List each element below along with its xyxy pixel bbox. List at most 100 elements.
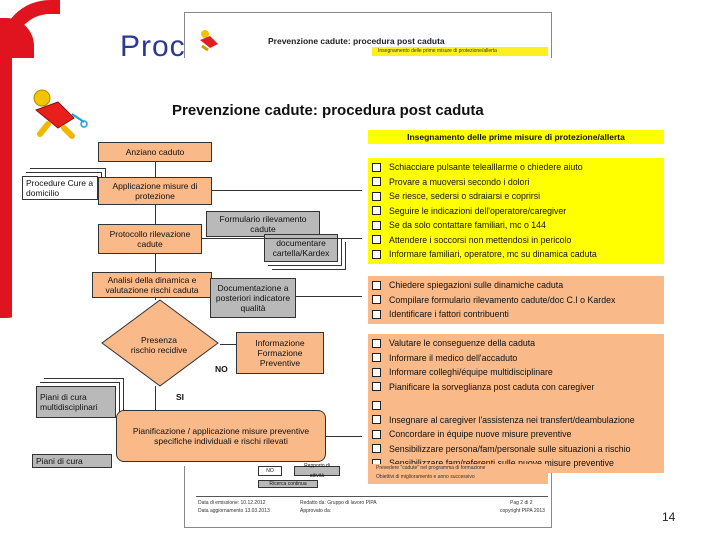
flow-doc-piani-multidisciplinari: Piani di cura multidisciplinari (36, 386, 116, 418)
checklist-item[interactable]: Seguire le indicazioni dell'operatore/ca… (368, 204, 664, 219)
bg-bottom-check-2: Obiettivi di miglioramento e anno succes… (376, 474, 475, 480)
bg-footer-line (196, 496, 548, 497)
checklist-item-label: Valutare le conseguenze della caduta (389, 338, 536, 348)
flow-box-analisi: Analisi della dinamica e valutazione ris… (92, 272, 212, 298)
checkbox[interactable] (372, 191, 381, 201)
checklist-item-label: Informare familiari, operatore, mc su di… (389, 249, 597, 259)
bg-rapporto-box: Rapporto di attività (294, 463, 340, 479)
checklist-item-label: Sensibilizzare fam/referenti sulle nuove… (389, 458, 614, 468)
checklist-item[interactable]: Attendere i soccorsi non mettendosi in p… (368, 233, 664, 248)
connector-line (220, 344, 236, 345)
connector-line (155, 162, 156, 177)
background-yellow-header-text: Insegnamento delle prime misure di prote… (378, 48, 497, 54)
flow-doc-documentazione: Documentazione a posteriori indicatore q… (210, 278, 296, 318)
checklist-item[interactable]: Valutare le conseguenze della caduta (368, 336, 664, 351)
checklist-item[interactable]: Identificare i fattori contribuenti (368, 307, 664, 322)
fall-person-icon (28, 84, 88, 145)
checklist-item[interactable]: Insegnare al caregiver l'assistenza nei … (368, 413, 664, 428)
flow-doc-piani: Piani di cura (32, 454, 112, 468)
checkbox[interactable] (372, 162, 381, 172)
checklist-item[interactable]: Informare il medico dell'accaduto (368, 351, 664, 366)
checklist-item[interactable]: Concordare in équipe nuove misure preven… (368, 427, 664, 442)
flow-decision-diamond (101, 299, 219, 387)
flow-decision-presenza: Presenza rischio recidive (130, 335, 188, 355)
flow-no-label: NO (215, 364, 228, 374)
checklist-item-label: Sensibilizzare persona/fam/personale sul… (389, 443, 631, 454)
checklist-item[interactable]: Compilare formulario rilevamento cadute/… (368, 293, 664, 308)
checkbox[interactable] (372, 353, 381, 363)
checkbox[interactable] (372, 367, 381, 377)
checklist-item-label: Compilare formulario rilevamento cadute/… (389, 294, 616, 305)
bg-bottom-checks (368, 464, 548, 484)
flow-box-informazione: Informazione Formazione Preventive (236, 332, 324, 374)
bg-no-box: NO (258, 466, 282, 476)
checklist-item[interactable] (368, 398, 664, 413)
checkbox[interactable] (372, 309, 381, 319)
checklist-item-label: Insegnare al caregiver l'assistenza nei … (389, 414, 635, 425)
checklist-item-label: Se da solo contattare familiari, mc o 14… (389, 220, 546, 230)
checklist-item-label: Informare il medico dell'accaduto (389, 352, 518, 363)
checkbox[interactable] (372, 338, 381, 348)
checklist-item[interactable]: Informare familiari, operatore, mc su di… (368, 247, 664, 262)
flow-si-label: SI (176, 392, 185, 402)
bg-footer-update: Data aggiornamento 13.03.2013 (198, 508, 270, 514)
connector-line (212, 190, 362, 191)
flow-box-protocollo: Protocollo rilevazione cadute (98, 224, 202, 254)
checklist-item-label: Provare a muoversi secondo i dolori (389, 176, 530, 187)
bg-footer-written: Redatto da: Gruppo di lavoro PIPA (300, 500, 377, 506)
connector-line (155, 386, 156, 410)
checklist-item-label: Seguire le indicazioni dell'operatore/ca… (389, 205, 567, 216)
checkbox[interactable] (372, 295, 381, 305)
checklist-item[interactable]: Chiedere spiegazioni sulle dinamiche cad… (368, 278, 664, 293)
checklist-item-label: Identificare i fattori contribuenti (389, 309, 509, 319)
checkbox[interactable] (372, 429, 381, 439)
background-page-title: Prevenzione cadute: procedura post cadut… (268, 36, 445, 46)
checkbox[interactable] (372, 280, 381, 290)
checkbox[interactable] (372, 206, 381, 216)
flow-doc-procedure-cure: Procedure Cure a domicilio (22, 176, 98, 200)
document-title: Prevenzione cadute: procedura post cadut… (172, 102, 484, 119)
checklist-item-label: Schiacciare pulsante telealllarme o chie… (389, 162, 583, 172)
checkbox[interactable] (372, 415, 381, 425)
checklist-orange-panel-2: Valutare le conseguenze della caduta Inf… (368, 334, 664, 396)
checkbox[interactable] (372, 220, 381, 230)
background-fall-icon (196, 26, 222, 57)
checklist-yellow-panel: Schiacciare pulsante telealllarme o chie… (368, 158, 664, 264)
slide-page-number: 14 (662, 510, 676, 524)
checklist-item-label: Informare colleghi/équipe multidisciplin… (389, 367, 553, 377)
connector-line (155, 298, 156, 300)
slide-title: Proc (120, 30, 186, 63)
checklist-item[interactable]: Schiacciare pulsante telealllarme o chie… (368, 160, 664, 175)
bg-footer-emission: Data di emissione: 10.12.2012 (198, 500, 266, 506)
checklist-item-label: Se riesce, sedersi o sdraiarsi e coprirs… (389, 191, 541, 201)
checkbox[interactable] (372, 382, 381, 392)
checklist-item-label: Attendere i soccorsi non mettendosi in p… (389, 234, 572, 245)
flow-box-applicazione: Applicazione misure di protezione (98, 177, 212, 205)
checkbox[interactable] (372, 400, 381, 410)
checklist-item[interactable]: Informare colleghi/équipe multidisciplin… (368, 365, 664, 380)
connector-line (296, 296, 362, 297)
checklist-item[interactable]: Se riesce, sedersi o sdraiarsi e coprirs… (368, 189, 664, 204)
connector-line (326, 436, 362, 437)
checklist-item[interactable]: Sensibilizzare persona/fam/personale sul… (368, 442, 664, 457)
checkbox[interactable] (372, 249, 381, 259)
checklist-item-label: Chiedere spiegazioni sulle dinamiche cad… (389, 280, 564, 290)
checklist-item[interactable]: Pianificare la sorveglianza post caduta … (368, 380, 664, 395)
flow-doc-formulario: Formulario rilevamento cadute (206, 211, 320, 237)
checklist-item-label: Concordare in équipe nuove misure preven… (389, 429, 572, 439)
checkbox[interactable] (372, 444, 381, 454)
flow-box-anziano: Anziano caduto (98, 142, 212, 162)
checkbox[interactable] (372, 235, 381, 245)
connector-line (155, 205, 156, 224)
connector-line (155, 254, 156, 272)
flow-box-pianificazione: Pianificazione / applicazione misure pre… (116, 410, 326, 462)
background-yellow-header (372, 47, 548, 56)
checklist-orange-panel-1: Chiedere spiegazioni sulle dinamiche cad… (368, 276, 664, 324)
bg-footer-approved: Approvato da: (300, 508, 332, 514)
checklist-orange-panel-3: Insegnare al caregiver l'assistenza nei … (368, 396, 664, 473)
bg-bottom-check-1: Prevedere "cadute" nel programma di form… (376, 465, 486, 471)
checklist-header: Insegnamento delle prime misure di prote… (368, 130, 664, 144)
checkbox[interactable] (372, 177, 381, 187)
checklist-item[interactable]: Se da solo contattare familiari, mc o 14… (368, 218, 664, 233)
checklist-item[interactable]: Provare a muoversi secondo i dolori (368, 175, 664, 190)
